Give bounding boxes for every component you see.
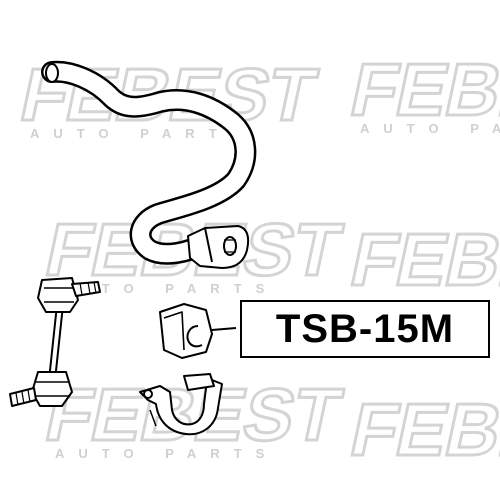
part-number: TSB-15M	[275, 307, 455, 351]
watermark-6: FEBEST	[342, 386, 500, 472]
watermark-tagline: AUTO PARTS	[55, 446, 278, 461]
stabilizer-bar	[41, 60, 257, 265]
watermark-tagline: AUTO PARTS	[30, 126, 253, 141]
watermark-4: FEBEST	[342, 216, 500, 302]
watermark-brand: FEBEST	[344, 388, 500, 471]
watermark-brand: FEBEST	[344, 218, 500, 301]
mounting-bracket	[139, 373, 223, 436]
watermark-2: FEBEST	[342, 46, 500, 132]
watermark-tagline: AUTO PARTS	[55, 281, 278, 296]
watermark-tagline: AUTO PARTS	[360, 121, 500, 136]
stabilizer-link	[9, 277, 101, 407]
featured-bushing	[159, 303, 237, 359]
part-number-box: TSB-15M	[240, 300, 490, 358]
bar-bushing	[187, 225, 250, 269]
watermark-brand: FEBEST	[344, 48, 500, 131]
watermark-layer: FEBEST AUTO PARTS FEBEST AUTO PARTS FEBE…	[12, 46, 500, 472]
